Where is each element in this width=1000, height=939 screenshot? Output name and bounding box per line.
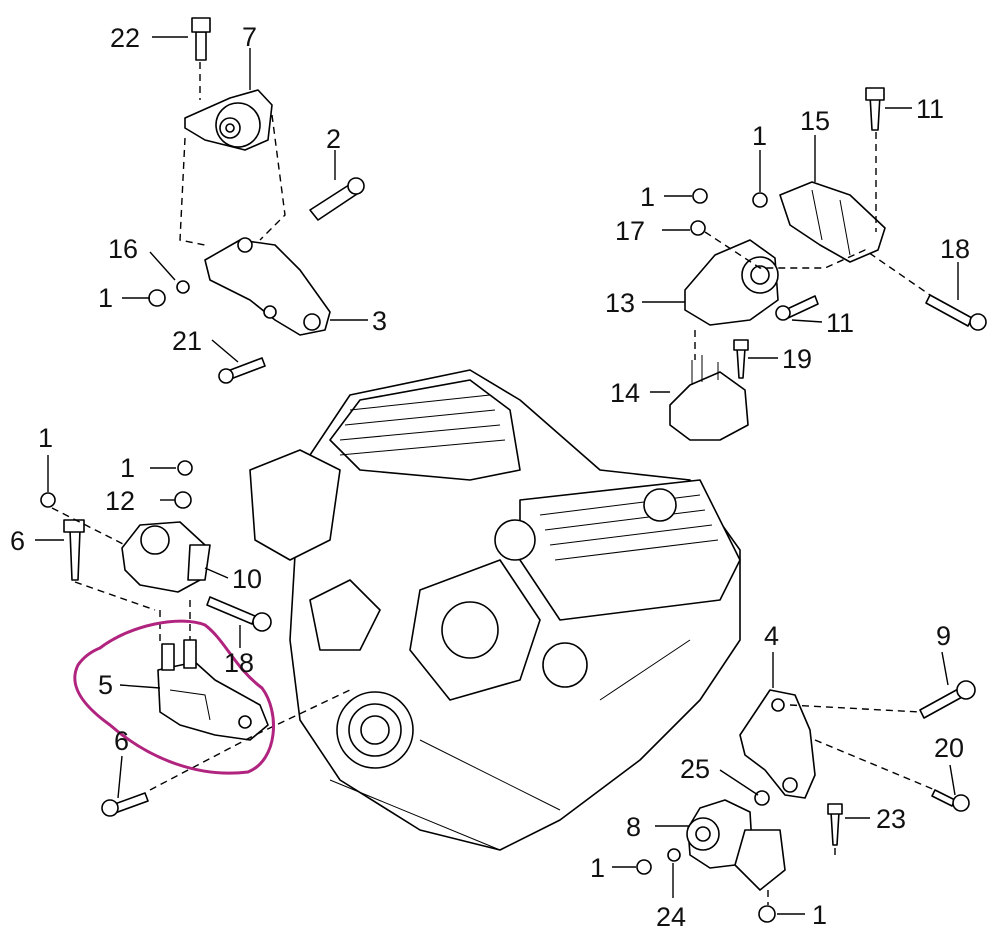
callout-12: 12: [105, 486, 135, 516]
leader-lines: [35, 36, 959, 915]
callout-1: 1: [752, 121, 767, 151]
mount-5-part: [101, 600, 351, 817]
callout-20: 20: [934, 733, 964, 763]
callout-1: 1: [640, 182, 655, 212]
callout-13: 13: [605, 288, 635, 318]
callout-14: 14: [610, 378, 640, 408]
callout-22: 22: [110, 23, 140, 53]
callout-18: 18: [940, 234, 970, 264]
callout-11: 11: [916, 94, 944, 124]
callout-15: 15: [800, 106, 830, 136]
callout-17: 17: [615, 216, 645, 246]
mount-7-assembly: [148, 17, 365, 384]
callout-1: 1: [98, 283, 113, 313]
callout-10: 10: [232, 564, 262, 594]
engine-block: [249, 369, 741, 851]
callout-24: 24: [656, 902, 686, 932]
mount-13-15-assembly: [669, 87, 987, 441]
callout-1: 1: [120, 453, 135, 483]
callout-19: 19: [782, 344, 812, 374]
callout-9: 9: [936, 621, 951, 651]
callout-1: 1: [38, 423, 53, 453]
callout-25: 25: [680, 754, 710, 784]
callout-2: 2: [326, 124, 341, 154]
callout-11: 11: [826, 308, 854, 338]
callout-3: 3: [372, 306, 387, 336]
callout-7: 7: [242, 22, 257, 52]
callout-4: 4: [764, 621, 779, 651]
mount-10-assembly: [40, 460, 272, 632]
callout-23: 23: [876, 804, 906, 834]
callout-18: 18: [224, 648, 254, 678]
callout-6: 6: [114, 726, 129, 756]
callout-6: 6: [10, 526, 25, 556]
callout-1: 1: [812, 900, 827, 930]
callout-labels: 22 7 2 16 1 3 21 1 15 11 1 17 18 13 11 1…: [10, 22, 970, 932]
callout-1: 1: [590, 853, 605, 883]
callout-16: 16: [108, 234, 138, 264]
callout-21: 21: [172, 326, 202, 356]
callout-5: 5: [98, 670, 113, 700]
highlight-circle-part-5: [73, 619, 275, 775]
mount-4-8-assembly: [636, 680, 976, 923]
callout-8: 8: [626, 812, 641, 842]
